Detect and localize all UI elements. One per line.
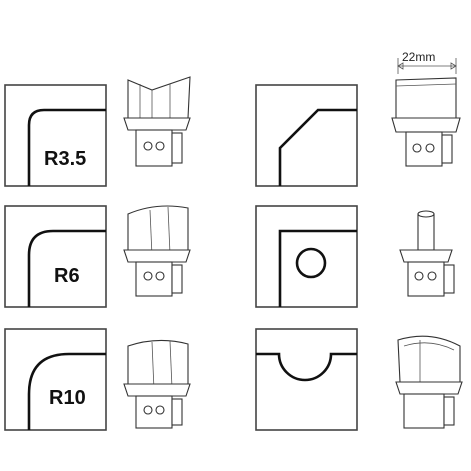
screw-hole-icon <box>427 271 437 281</box>
profile-frame <box>4 328 107 431</box>
notch-profile-panel <box>255 328 358 431</box>
arrow-right-icon <box>450 62 457 70</box>
blade-r3-5-part <box>123 76 191 167</box>
radius-label-r6: R6 <box>54 265 80 287</box>
screw-hole-icon <box>143 405 153 415</box>
curved-blade-body <box>397 335 461 383</box>
profile-frame <box>4 205 107 308</box>
profile-frame <box>255 84 358 187</box>
semicircle-notch-profile <box>256 352 357 382</box>
screw-hole-icon <box>155 271 165 281</box>
screw-hole-icon <box>412 143 422 153</box>
rounded-corner-profile <box>27 108 106 186</box>
curved-blade-part <box>395 335 463 429</box>
screw-hole-icon <box>425 143 435 153</box>
profile-r10-panel: R10 <box>4 328 107 431</box>
width-dimension-label: 22mm <box>402 50 435 64</box>
chamfer-profile-panel <box>255 84 358 187</box>
mount-block <box>135 261 173 297</box>
blade-collar <box>123 383 191 397</box>
screw-hole-icon <box>155 405 165 415</box>
radius-label-r10: R10 <box>49 387 86 409</box>
radius-label-r3-5: R3.5 <box>44 148 86 170</box>
flat-blade-part: 22mm <box>391 50 461 167</box>
screw-hole-icon <box>143 141 153 151</box>
mount-block <box>135 129 173 167</box>
blade-collar <box>399 249 453 263</box>
screw-hole-icon <box>143 271 153 281</box>
blade-collar <box>391 117 461 133</box>
mount-block <box>135 395 173 429</box>
chamfer-corner-profile <box>278 108 357 186</box>
blade-collar <box>123 117 191 131</box>
profile-frame <box>4 84 107 187</box>
screw-hole-icon <box>155 141 165 151</box>
mount-block <box>405 131 443 167</box>
blade-r6-part <box>123 205 191 297</box>
rounded-corner-profile <box>27 352 106 430</box>
arrow-left-icon <box>397 62 404 70</box>
round-hole-profile <box>295 247 327 279</box>
blade-r10-part <box>123 339 191 429</box>
blade-collar <box>123 249 191 263</box>
profile-r3-5-panel: R3.5 <box>4 84 107 187</box>
screw-hole-icon <box>414 271 424 281</box>
rounded-corner-profile <box>27 229 106 307</box>
mount-block <box>407 261 445 297</box>
round-hole-profile-panel <box>255 205 358 308</box>
punch-pin <box>417 213 435 251</box>
profile-r6-panel: R6 <box>4 205 107 308</box>
profile-frame <box>255 205 358 308</box>
blade-collar <box>395 381 463 395</box>
mount-block <box>403 393 445 429</box>
round-punch-part <box>399 210 455 297</box>
square-corner-profile <box>278 229 357 307</box>
